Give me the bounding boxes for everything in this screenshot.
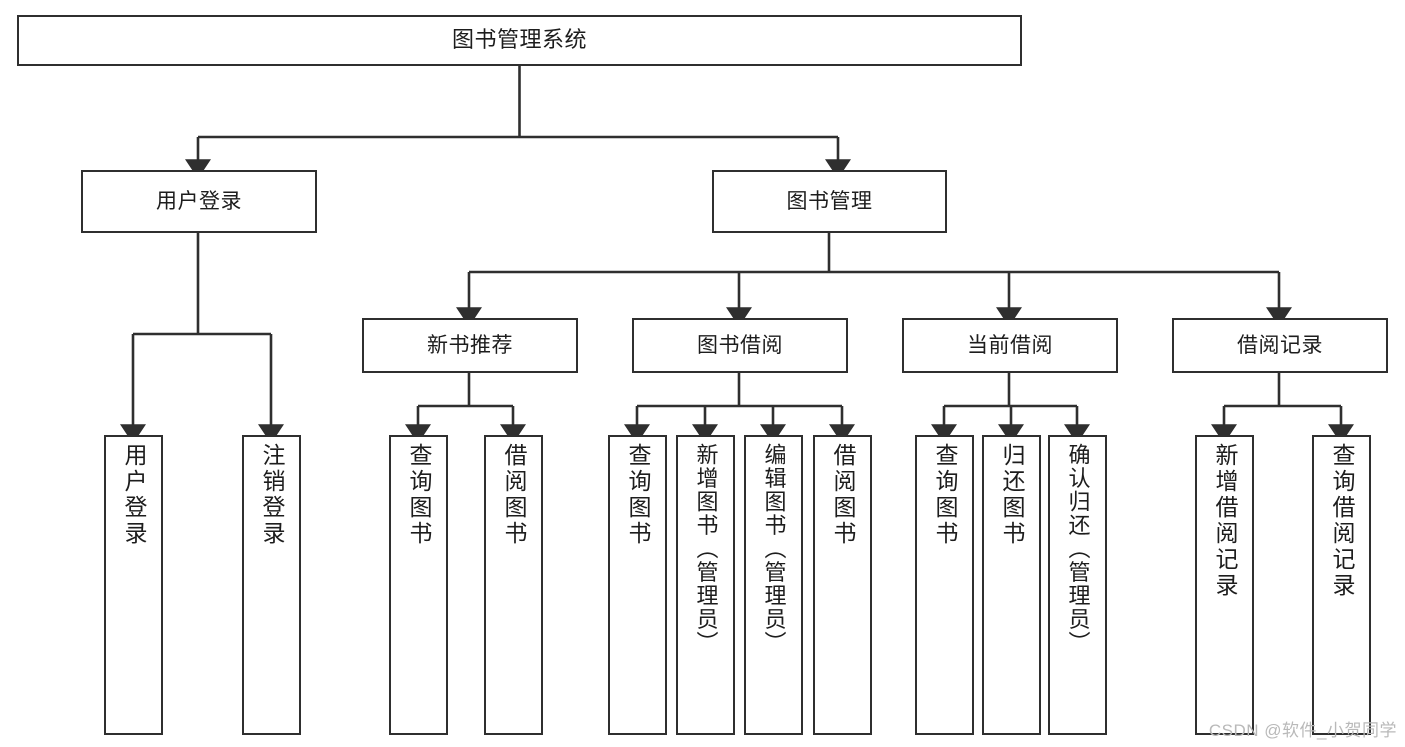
node-label: 图书管理 — [786, 189, 873, 213]
node-label: 新书推荐 — [427, 333, 513, 357]
leaf-logout-login[interactable]: 注销登录 — [242, 435, 301, 735]
leaf-borrow-book[interactable]: 借阅图书 — [813, 435, 872, 735]
node-label: 查询图书 — [932, 443, 958, 547]
node-label: 新增图书（管理员） — [693, 443, 719, 655]
node-book-management-system[interactable]: 图书管理系统 — [17, 15, 1022, 66]
node-label: 编辑图书（管理员） — [761, 443, 787, 655]
node-label: 用户登录 — [121, 443, 147, 547]
node-label: 借阅图书 — [830, 443, 856, 547]
node-book-management[interactable]: 图书管理 — [712, 170, 947, 233]
leaf-edit-book-admin[interactable]: 编辑图书（管理员） — [744, 435, 803, 735]
node-label: 查询图书 — [625, 443, 651, 547]
leaf-add-book-admin[interactable]: 新增图书（管理员） — [676, 435, 735, 735]
node-label: 图书借阅 — [697, 333, 783, 357]
node-label: 注销登录 — [259, 443, 285, 547]
node-current-borrow[interactable]: 当前借阅 — [902, 318, 1118, 373]
node-book-borrow[interactable]: 图书借阅 — [632, 318, 848, 373]
leaf-return-book[interactable]: 归还图书 — [982, 435, 1041, 735]
node-user-login[interactable]: 用户登录 — [81, 170, 317, 233]
node-label: 借阅图书 — [501, 443, 527, 547]
leaf-query-book-newbook[interactable]: 查询图书 — [389, 435, 448, 735]
leaf-query-book-current[interactable]: 查询图书 — [915, 435, 974, 735]
node-borrow-record[interactable]: 借阅记录 — [1172, 318, 1388, 373]
leaf-query-borrow-record[interactable]: 查询借阅记录 — [1312, 435, 1371, 735]
node-label: 用户登录 — [156, 189, 242, 213]
leaf-add-borrow-record[interactable]: 新增借阅记录 — [1195, 435, 1254, 735]
leaf-user-login[interactable]: 用户登录 — [104, 435, 163, 735]
node-label: 图书管理系统 — [451, 27, 587, 53]
node-label: 新增借阅记录 — [1212, 443, 1238, 599]
node-label: 确认归还（管理员） — [1065, 443, 1091, 655]
csdn-watermark: CSDN @软件_小贺同学 — [1208, 721, 1397, 740]
leaf-borrow-book-newbook[interactable]: 借阅图书 — [484, 435, 543, 735]
node-label: 查询借阅记录 — [1329, 443, 1355, 599]
node-new-book-recommend[interactable]: 新书推荐 — [362, 318, 578, 373]
node-label: 当前借阅 — [967, 333, 1053, 357]
node-label: 查询图书 — [406, 443, 432, 547]
leaf-confirm-return-admin[interactable]: 确认归还（管理员） — [1048, 435, 1107, 735]
node-label: 借阅记录 — [1237, 333, 1323, 357]
leaf-query-book-borrow[interactable]: 查询图书 — [608, 435, 667, 735]
node-label: 归还图书 — [999, 443, 1025, 547]
